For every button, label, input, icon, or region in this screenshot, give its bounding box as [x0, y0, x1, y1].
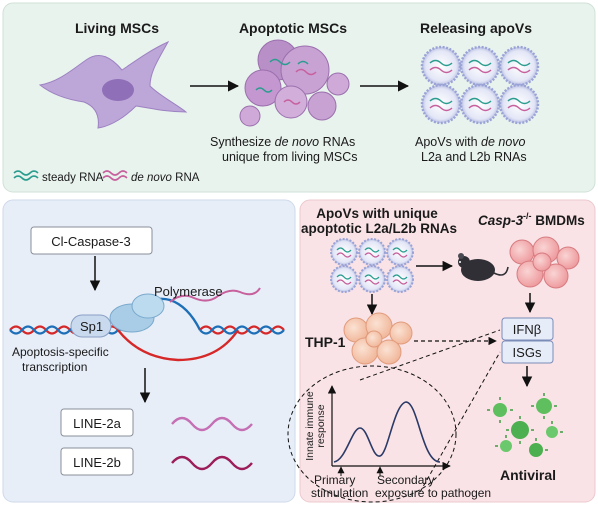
secondary-label-1: Secondary: [377, 473, 434, 487]
stage-releasing-apov-label: Releasing apoVs: [420, 20, 532, 36]
response-plot: Innate immune response Primary stimulati…: [304, 385, 491, 500]
ifnb-box: [501, 317, 554, 341]
rna-legend: steady RNA de novo RNA: [13, 170, 200, 184]
living-msc-cell-icon: [38, 40, 188, 129]
response-plot-outline: [287, 365, 457, 503]
right-title-line1: ApoVs with unique: [316, 206, 438, 221]
polymerase-icon: [109, 293, 165, 333]
right-apov-vesicles-icon: [330, 238, 414, 293]
line2a-label: LINE-2a: [73, 416, 121, 431]
mouse-icon: [458, 253, 509, 281]
right-title-line2: apoptotic L2a/L2b RNAs: [301, 221, 457, 236]
sp1-label: Sp1: [80, 319, 103, 334]
plot-ylabel-1: Innate immune: [304, 391, 316, 461]
isgs-box: [501, 340, 554, 364]
legend-steady-label: steady RNA: [42, 172, 104, 184]
synthesize-caption-line1: Synthesize de novo RNAs: [210, 135, 355, 149]
line2b-rna-wave: [171, 455, 253, 471]
casp3-bmdm-label: Casp-3-/- BMDMs: [478, 211, 585, 228]
sp1-protein-icon: [70, 314, 112, 338]
legend-denovo-label: de novo RNA: [131, 172, 200, 184]
apov-caption-line2: L2a and L2b RNAs: [421, 150, 527, 164]
thp1-cell-cluster-icon: [343, 312, 413, 365]
apoptosis-specific-label-1: Apoptosis-specific: [12, 345, 109, 359]
response-curve: [333, 401, 441, 463]
steady-rna-swatch: [13, 170, 39, 176]
released-apov-vesicles-icon: [420, 45, 540, 125]
apov-caption-line1: ApoVs with de novo: [415, 135, 526, 149]
zoom-line-upper: [359, 329, 501, 381]
caspase-label: Cl-Caspase-3: [51, 234, 130, 249]
primary-label-2: stimulation: [311, 486, 368, 500]
polymerase-label: Polymerase: [154, 284, 223, 299]
line2b-label: LINE-2b: [73, 455, 121, 470]
bmdm-cell-cluster-icon: [509, 236, 580, 289]
line2a-box: [60, 408, 134, 437]
denovo-rna-swatch: [102, 170, 128, 176]
ifnb-label: IFNβ: [513, 322, 541, 337]
antiviral-label: Antiviral: [500, 467, 556, 483]
zoom-line-lower: [419, 351, 501, 493]
secondary-label-2: exposure to pathogen: [375, 486, 491, 500]
apoptosis-specific-label-2: transcription: [22, 360, 87, 374]
isgs-label: ISGs: [513, 345, 542, 360]
apoptotic-msc-cluster-icon: [239, 39, 350, 127]
stage-apoptotic-msc-label: Apoptotic MSCs: [239, 20, 347, 36]
line2b-box: [60, 447, 134, 476]
line2a-rna-wave: [171, 416, 253, 432]
virus-particles-icon: [487, 393, 563, 457]
caspase-box: [30, 226, 153, 255]
synthesize-caption-line2: unique from living MSCs: [222, 150, 357, 164]
plot-ylabel-2: response: [315, 404, 327, 447]
stage-living-msc-label: Living MSCs: [75, 20, 159, 36]
primary-label-1: Primary: [314, 473, 355, 487]
thp1-label: THP-1: [305, 334, 346, 350]
